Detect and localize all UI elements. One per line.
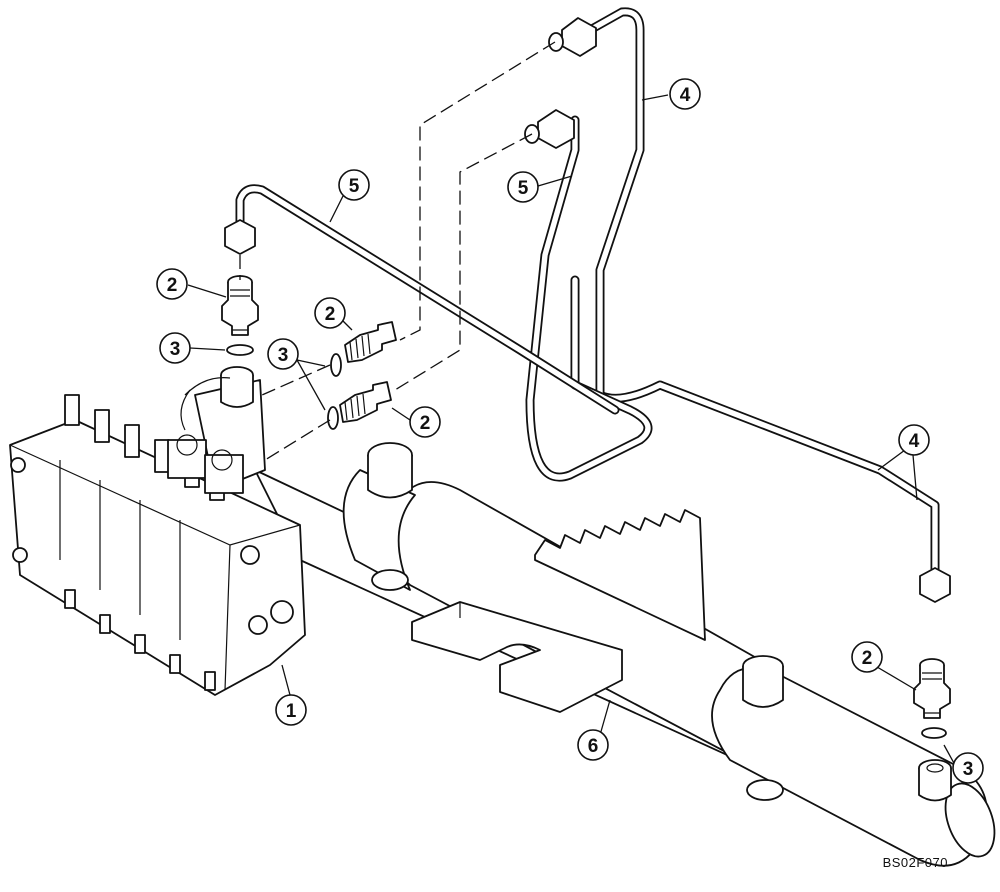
tube-nut [919,567,951,603]
callout-2: 2 [314,297,346,329]
steering-cylinder [180,366,996,867]
o-ring [921,727,947,739]
gear-rack [534,509,706,641]
callout-3: 3 [952,752,984,784]
callout-label: 5 [349,176,360,197]
callout-label: 5 [518,178,529,199]
callout-3: 3 [267,338,299,370]
o-ring [226,344,254,356]
callout-label: 3 [963,759,974,780]
callout-label: 2 [167,275,178,296]
callout-3: 3 [159,332,191,364]
callout-1: 1 [275,694,307,726]
callout-label: 4 [909,431,920,452]
control-valve [9,394,306,696]
tube-4-assembly [525,7,940,580]
tube-nut [548,17,597,57]
o-ring [327,406,339,430]
fitting-2-right [913,658,951,719]
callout-4: 4 [669,78,701,110]
fitting-2-upper-side [344,321,397,363]
callout-label: 6 [588,736,599,757]
callout-label: 2 [420,413,431,434]
tube-nut [524,109,575,149]
callout-4: 4 [898,424,930,456]
callout-label: 2 [862,648,873,669]
callout-2: 2 [851,641,883,673]
fitting-2-top [221,275,259,336]
callout-5: 5 [507,171,539,203]
callout-label: 3 [170,339,181,360]
callout-label: 1 [286,701,297,722]
callout-label: 3 [278,345,289,366]
tube-nut [224,219,256,255]
tube-5-assembly [235,184,620,415]
callout-2: 2 [156,268,188,300]
callout-5: 5 [338,169,370,201]
wear-plate [411,601,623,713]
figure-reference-code: BS02F070 [882,855,948,870]
alignment-lines [239,41,556,461]
fitting-2-lower-side [339,381,392,423]
callout-label: 2 [325,304,336,325]
callout-2: 2 [409,406,441,438]
o-ring [330,353,342,377]
callout-label: 4 [680,85,691,106]
callout-6: 6 [577,729,609,761]
